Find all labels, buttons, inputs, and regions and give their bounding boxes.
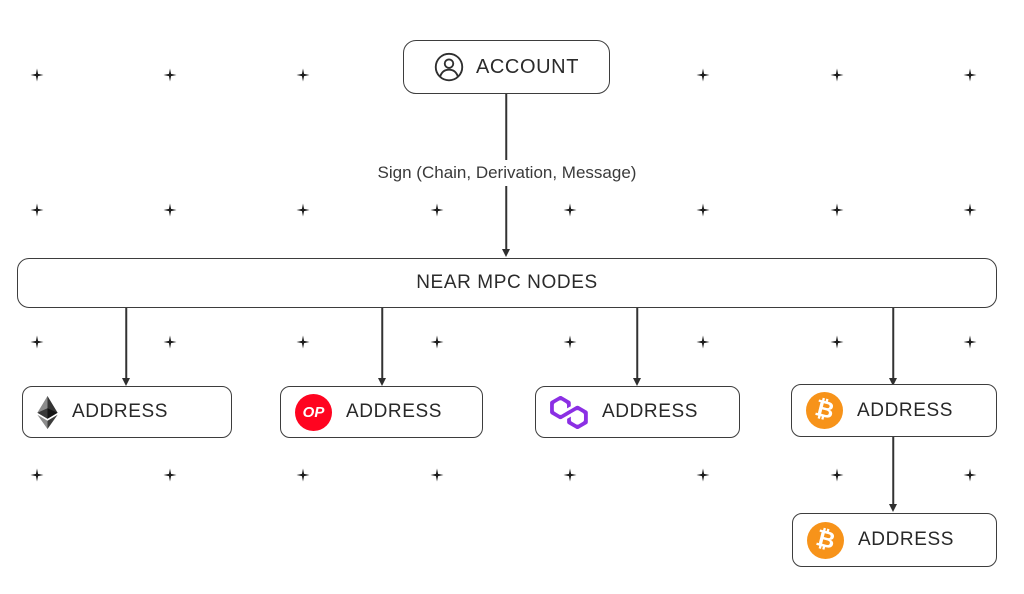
plus-sparkle-icon [830, 335, 844, 349]
plus-sparkle-icon [430, 468, 444, 482]
optimism-badge-text: OP [302, 403, 325, 421]
plus-sparkle-icon [30, 468, 44, 482]
arrowhead-mpc-to-ethereum [122, 378, 130, 386]
plus-sparkle-icon [296, 468, 310, 482]
plus-sparkle-icon [963, 203, 977, 217]
edge-mpc-to-polygon [636, 308, 638, 378]
address-node-bitcoin-derived: ₿ ADDRESS [792, 513, 997, 567]
plus-sparkle-icon [430, 335, 444, 349]
mpc-label: NEAR MPC NODES [416, 272, 598, 293]
plus-sparkle-icon [296, 335, 310, 349]
plus-sparkle-icon [696, 335, 710, 349]
address-label: ADDRESS [858, 529, 955, 550]
plus-sparkle-icon [163, 335, 177, 349]
bitcoin-icon: ₿ [806, 392, 843, 429]
user-icon [434, 52, 464, 82]
plus-sparkle-icon [430, 203, 444, 217]
address-label: ADDRESS [346, 401, 443, 422]
arrowhead-mpc-to-bitcoin [889, 378, 897, 386]
address-node-ethereum: ADDRESS [22, 386, 232, 438]
arrowhead-account-to-mpc [502, 249, 510, 257]
plus-sparkle-icon [830, 68, 844, 82]
polygon-icon [550, 395, 588, 429]
plus-sparkle-icon [696, 68, 710, 82]
address-label: ADDRESS [602, 401, 699, 422]
edge-mpc-to-bitcoin [892, 308, 894, 378]
edge-mpc-to-ethereum [125, 308, 127, 378]
plus-sparkle-icon [30, 335, 44, 349]
address-node-optimism: OP ADDRESS [280, 386, 483, 438]
plus-sparkle-icon [563, 335, 577, 349]
plus-sparkle-icon [696, 203, 710, 217]
plus-sparkle-icon [963, 335, 977, 349]
near-mpc-nodes-node: NEAR MPC NODES [17, 258, 997, 308]
address-node-polygon: ADDRESS [535, 386, 740, 438]
plus-sparkle-icon [563, 203, 577, 217]
plus-sparkle-icon [163, 468, 177, 482]
plus-sparkle-icon [30, 68, 44, 82]
plus-sparkle-icon [830, 203, 844, 217]
address-label: ADDRESS [72, 401, 169, 422]
plus-sparkle-icon [830, 468, 844, 482]
plus-sparkle-icon [163, 203, 177, 217]
plus-sparkle-icon [563, 468, 577, 482]
plus-sparkle-icon [30, 203, 44, 217]
optimism-icon: OP [295, 393, 332, 431]
bitcoin-icon: ₿ [807, 521, 844, 559]
address-label: ADDRESS [857, 399, 954, 421]
edge-mpc-to-optimism [381, 308, 383, 378]
bitcoin-badge-text: ₿ [813, 524, 838, 555]
plus-sparkle-icon [296, 203, 310, 217]
bitcoin-badge-text: ₿ [812, 395, 837, 425]
plus-sparkle-icon [296, 68, 310, 82]
arrowhead-bitcoin-to-derived [889, 504, 897, 512]
account-label: ACCOUNT [475, 55, 580, 78]
plus-sparkle-icon [963, 468, 977, 482]
arrowhead-mpc-to-optimism [378, 378, 386, 386]
account-node: ACCOUNT [403, 40, 610, 94]
edge-bitcoin-to-derived [892, 437, 894, 504]
plus-sparkle-icon [163, 68, 177, 82]
sign-edge-label: Sign (Chain, Derivation, Message) [367, 160, 647, 186]
plus-sparkle-icon [696, 468, 710, 482]
address-node-bitcoin: ₿ ADDRESS [791, 384, 997, 437]
ethereum-icon [37, 395, 58, 429]
arrowhead-mpc-to-polygon [633, 378, 641, 386]
plus-sparkle-icon [963, 68, 977, 82]
